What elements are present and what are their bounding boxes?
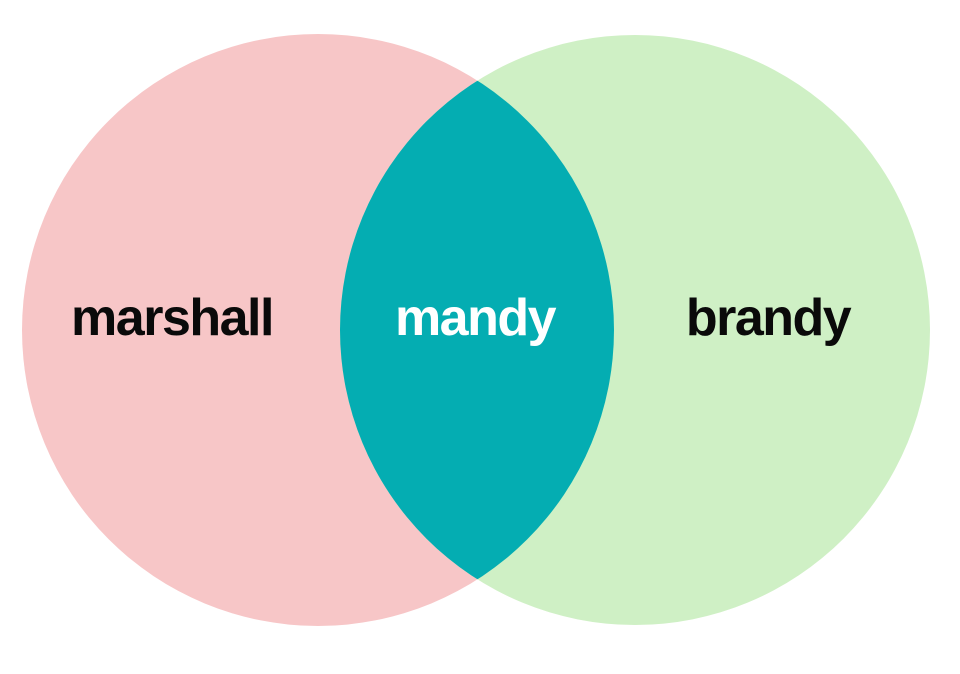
intersection-label-mandy: mandy — [395, 289, 557, 347]
set-label-brandy: brandy — [686, 289, 852, 347]
set-label-marshall: marshall — [71, 289, 273, 347]
intersection-region-mandy — [340, 35, 614, 625]
